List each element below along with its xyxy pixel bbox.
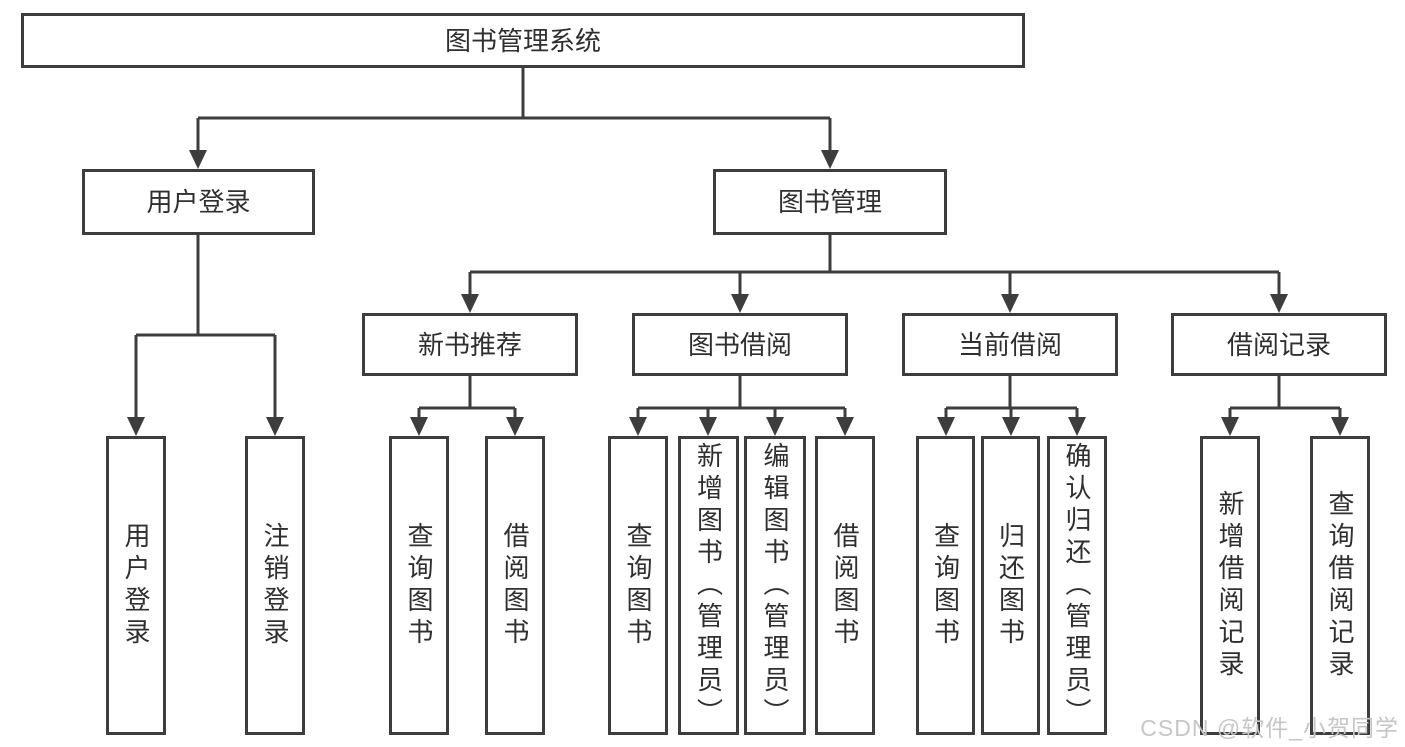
node-book-borrowing: 图书借阅 (632, 313, 848, 376)
leaf-cb-confirm-return-admin: 确认归还（管理员） (1047, 436, 1107, 735)
node-label: 确认归还（管理员） (1062, 441, 1092, 730)
arrowhead (629, 417, 647, 436)
node-label: 当前借阅 (957, 329, 1062, 360)
node-label: 借阅记录 (1226, 329, 1331, 360)
node-label: 借阅图书 (830, 521, 860, 650)
arrowhead (506, 417, 524, 436)
leaf-bb-borrow-book: 借阅图书 (815, 436, 875, 735)
node-label: 编辑图书（管理员） (760, 441, 790, 730)
leaf-cb-return-book: 归还图书 (981, 436, 1040, 735)
edge-book-mgmt-children (461, 235, 1288, 313)
node-label: 新书推荐 (417, 329, 522, 360)
node-book-management: 图书管理 (713, 169, 947, 235)
node-label: 注销登录 (260, 521, 290, 650)
edge-user-login-children (127, 235, 284, 436)
arrowhead (699, 417, 717, 436)
arrowhead (1001, 294, 1019, 313)
node-current-borrowing: 当前借阅 (902, 313, 1118, 376)
csdn-watermark: CSDN @软件_小贺同学 (1140, 715, 1399, 741)
node-label: 查询借阅记录 (1325, 489, 1355, 682)
node-new-book-recommend: 新书推荐 (362, 313, 578, 376)
edge-root-to-level2 (189, 67, 839, 169)
node-label: 图书借阅 (687, 329, 792, 360)
node-borrowing-record: 借阅记录 (1171, 313, 1387, 376)
node-label: 用户登录 (146, 187, 251, 217)
node-label: 查询图书 (623, 521, 653, 650)
edge-book-borrow-children (629, 376, 854, 436)
arrowhead (461, 294, 479, 313)
node-label: 图书管理 (777, 187, 882, 217)
node-label: 归还图书 (995, 521, 1026, 650)
edge-borrow-record-children (1221, 376, 1349, 436)
arrowhead (766, 417, 784, 436)
node-label: 用户登录 (121, 521, 151, 650)
arrowhead (821, 150, 839, 169)
arrowhead (266, 417, 284, 436)
arrowhead (937, 417, 955, 436)
arrowhead (1331, 417, 1349, 436)
edge-new-book-rec-children (410, 376, 524, 436)
arrowhead (410, 417, 428, 436)
leaf-bb-edit-book-admin: 编辑图书（管理员） (744, 436, 806, 735)
node-label: 新增借阅记录 (1215, 489, 1245, 682)
arrowhead (836, 417, 854, 436)
node-label: 借阅图书 (500, 521, 530, 650)
arrowhead (1068, 417, 1086, 436)
leaf-rec-query-book: 查询图书 (389, 436, 449, 735)
node-label: 查询图书 (930, 521, 961, 650)
leaf-br-add-record: 新增借阅记录 (1200, 436, 1260, 735)
arrowhead (189, 150, 207, 169)
node-label: 图书管理系统 (444, 25, 601, 56)
leaf-bb-add-book-admin: 新增图书（管理员） (678, 436, 739, 735)
arrowhead (1221, 417, 1239, 436)
arrowhead (1270, 294, 1288, 313)
node-label: 查询图书 (404, 521, 434, 650)
leaf-bb-query-book: 查询图书 (608, 436, 668, 735)
arrowhead (127, 417, 145, 436)
leaf-user-login: 用户登录 (106, 436, 166, 735)
leaf-br-query-record: 查询借阅记录 (1310, 436, 1370, 735)
node-root-system: 图书管理系统 (21, 13, 1025, 68)
leaf-cb-query-book: 查询图书 (916, 436, 975, 735)
leaf-rec-borrow-book: 借阅图书 (485, 436, 545, 735)
node-user-login: 用户登录 (82, 169, 315, 235)
leaf-logout: 注销登录 (245, 436, 305, 735)
edge-current-borrow-children (937, 376, 1086, 436)
arrowhead (1002, 417, 1020, 436)
node-label: 新增图书（管理员） (693, 441, 724, 730)
arrowhead (731, 294, 749, 313)
